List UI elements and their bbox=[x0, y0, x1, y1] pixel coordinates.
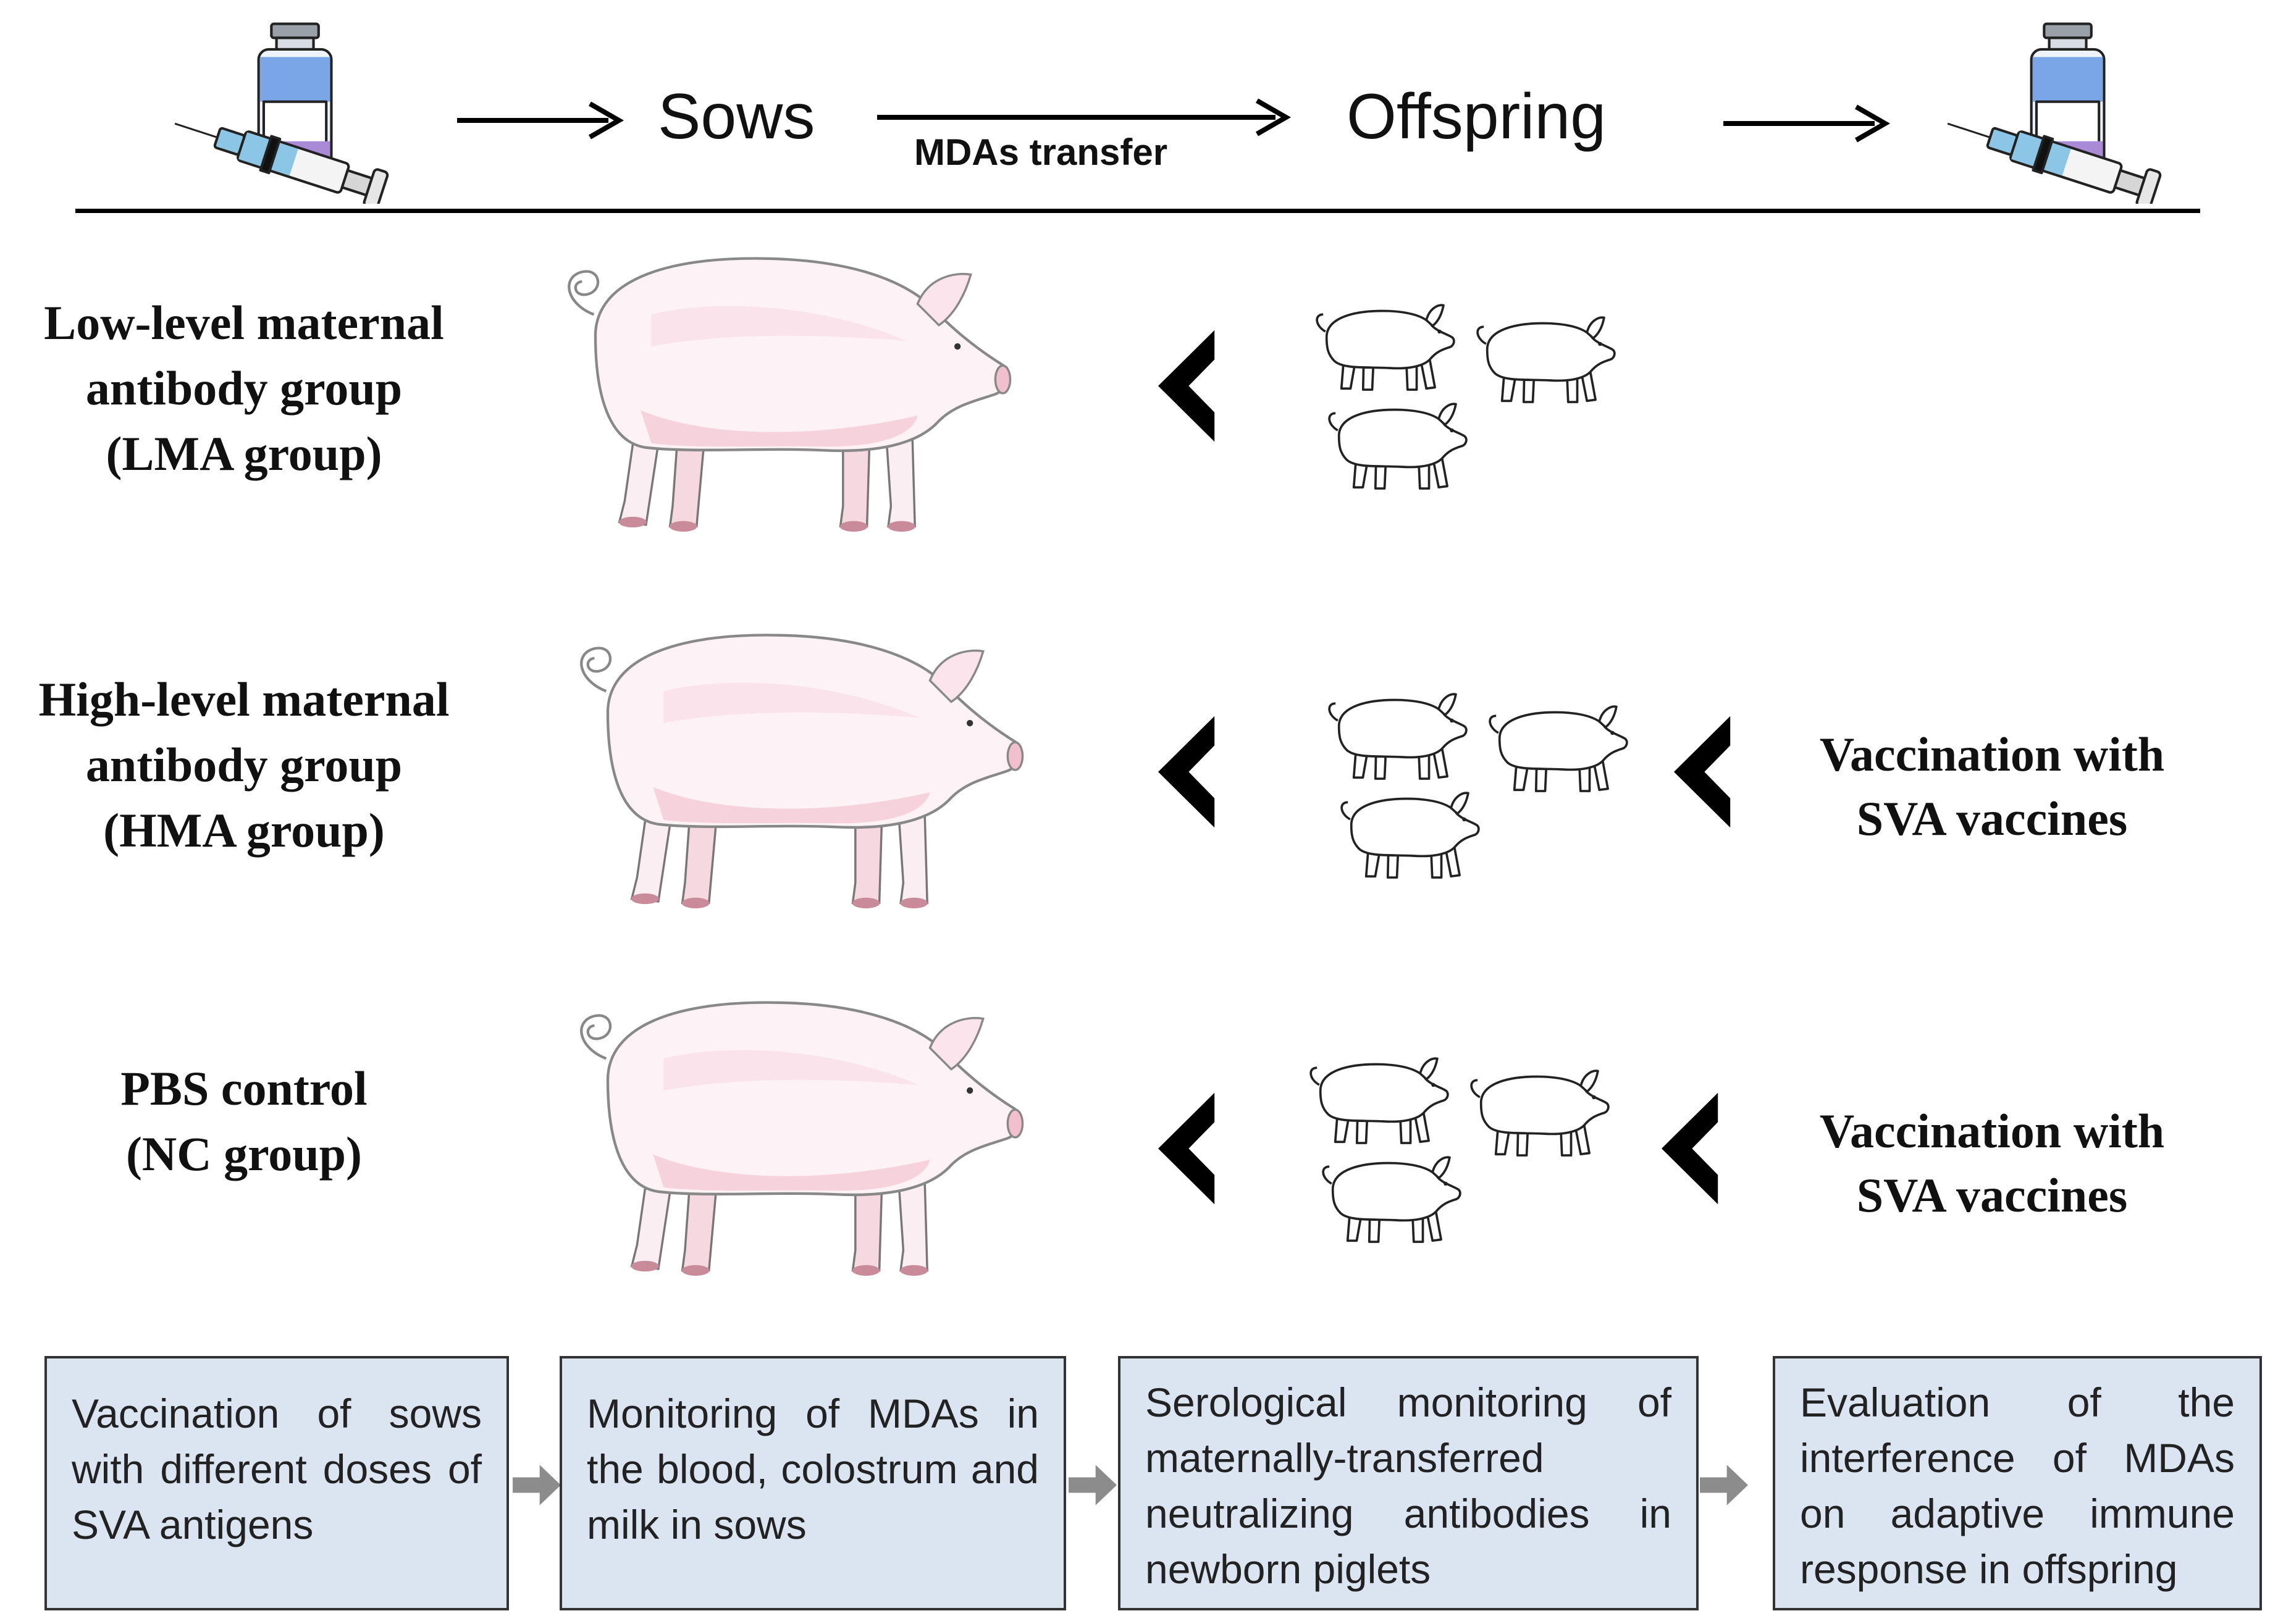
chevron-left-icon bbox=[1158, 1090, 1217, 1207]
workflow-step-text: Vaccination of sows with different doses… bbox=[72, 1391, 482, 1547]
header-divider bbox=[75, 209, 2200, 213]
vaccine-vial-syringe-icon bbox=[1927, 12, 2187, 204]
chevron-left-icon bbox=[1662, 1090, 1720, 1207]
workflow-step-4: Evaluation of the interference of MDAs o… bbox=[1773, 1356, 2262, 1610]
chevron-left-icon bbox=[1158, 327, 1217, 445]
piglet-icon bbox=[1464, 1062, 1612, 1161]
arrow-right-icon bbox=[457, 101, 624, 140]
vaccination-label-hma: Vaccination with SVA vaccines bbox=[1779, 722, 2205, 851]
vaccination-label-line: Vaccination with bbox=[1819, 727, 2165, 781]
piglet-icon bbox=[1309, 296, 1458, 395]
workflow-step-text: Evaluation of the interference of MDAs o… bbox=[1800, 1379, 2235, 1592]
piglet-icon bbox=[1482, 698, 1631, 797]
piglet-icon bbox=[1322, 685, 1470, 784]
sows-label: Sows bbox=[658, 81, 815, 153]
vaccination-label-line: SVA vaccines bbox=[1856, 1168, 2128, 1222]
group-label-line: High-level maternal bbox=[38, 672, 450, 726]
vaccine-vial-syringe-icon bbox=[154, 12, 414, 204]
vaccination-label-line: SVA vaccines bbox=[1856, 792, 2128, 845]
piglet-icon bbox=[1303, 1050, 1452, 1149]
arrow-right-icon bbox=[513, 1460, 561, 1510]
arrow-right-icon bbox=[1069, 1460, 1117, 1510]
workflow-step-text: Serological monitoring of maternally-tra… bbox=[1145, 1379, 1671, 1592]
offspring-label: Offspring bbox=[1347, 81, 1607, 153]
arrow-right-icon bbox=[1723, 104, 1891, 143]
group-label-line: (HMA group) bbox=[103, 803, 385, 857]
vaccination-label-nc: Vaccination with SVA vaccines bbox=[1779, 1099, 2205, 1228]
mdas-transfer-label: MDAs transfer bbox=[914, 132, 1168, 173]
group-label-line: antibody group bbox=[85, 361, 403, 415]
group-label-line: PBS control bbox=[120, 1061, 368, 1115]
workflow-step-2: Monitoring of MDAs in the blood, colostr… bbox=[560, 1356, 1066, 1610]
arrow-right-icon bbox=[1700, 1460, 1748, 1510]
piglet-icon bbox=[1470, 309, 1618, 408]
group-label-line: antibody group bbox=[85, 738, 403, 792]
workflow-step-1: Vaccination of sows with different doses… bbox=[44, 1356, 509, 1610]
workflow-step-3: Serological monitoring of maternally-tra… bbox=[1118, 1356, 1699, 1610]
sow-icon bbox=[506, 235, 1062, 543]
chevron-left-icon bbox=[1158, 713, 1217, 831]
group-label-hma: High-level maternal antibody group (HMA … bbox=[0, 667, 488, 863]
sow-icon bbox=[519, 611, 1075, 920]
chevron-left-icon bbox=[1674, 713, 1733, 831]
piglet-icon bbox=[1334, 784, 1482, 883]
group-label-line: (NC group) bbox=[125, 1127, 363, 1181]
piglet-icon bbox=[1322, 395, 1470, 494]
group-label-nc: PBS control (NC group) bbox=[0, 1056, 488, 1187]
mdas-transfer-arrow bbox=[877, 98, 1292, 136]
group-label-line: (LMA group) bbox=[106, 427, 382, 480]
workflow-step-text: Monitoring of MDAs in the blood, colostr… bbox=[587, 1391, 1039, 1547]
piglet-icon bbox=[1316, 1149, 1464, 1247]
sow-icon bbox=[519, 979, 1075, 1287]
vaccination-label-line: Vaccination with bbox=[1819, 1104, 2165, 1158]
group-label-line: Low-level maternal bbox=[44, 296, 444, 349]
group-label-lma: Low-level maternal antibody group (LMA g… bbox=[0, 290, 488, 487]
